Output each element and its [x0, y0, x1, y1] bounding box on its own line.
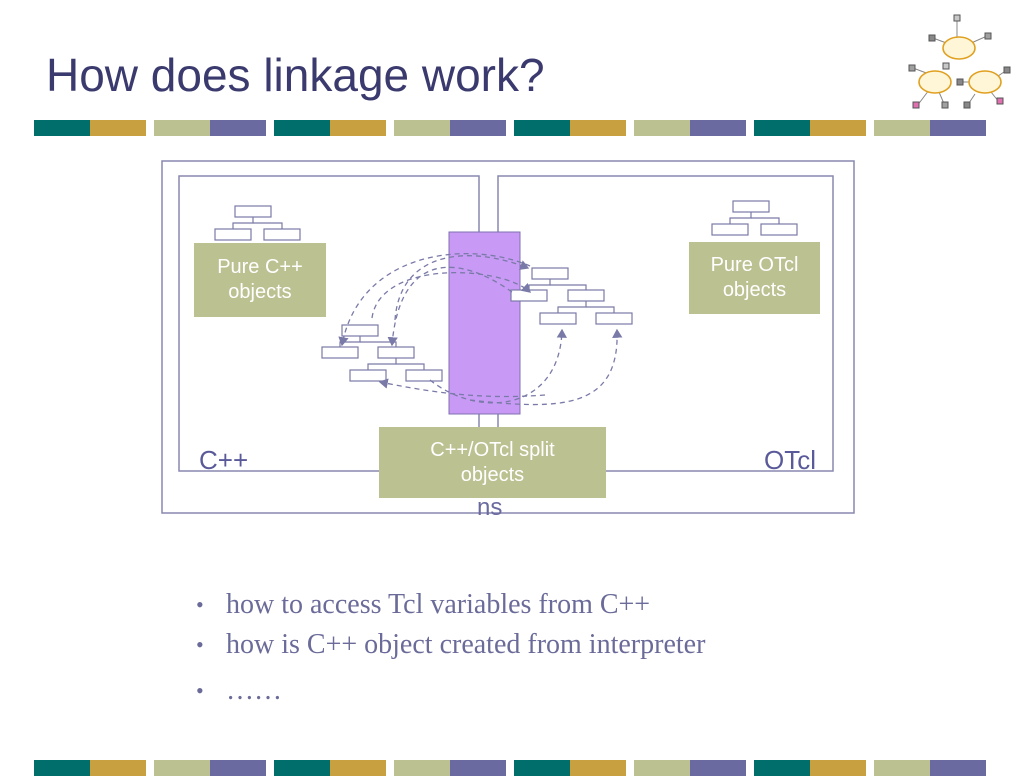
tree-connectors	[232, 212, 780, 370]
slide-title: How does linkage work?	[46, 49, 545, 101]
bullet-text: ……	[226, 675, 282, 706]
bullet-dot-icon: •	[196, 632, 204, 657]
pure-otcl-objects-box: Pure OTcl objects	[689, 242, 820, 314]
bullet-dot-icon: •	[196, 592, 204, 617]
bottom-color-stripe	[34, 760, 986, 776]
bullet-list: • how to access Tcl variables from C++ • h…	[196, 588, 705, 714]
split-object-bar	[448, 231, 521, 415]
bullet-text: how to access Tcl variables from C++	[226, 589, 651, 620]
bullet-item: • ……	[196, 674, 705, 714]
ns-label: ns	[477, 494, 503, 521]
cpp-side-label: C++	[199, 445, 249, 475]
bullet-text: how is C++ object created from interpret…	[226, 629, 706, 660]
object-trees	[214, 200, 798, 382]
linkage-diagram	[161, 160, 855, 514]
link-arrows	[338, 252, 623, 406]
pure-cpp-objects-box: Pure C++ objects	[194, 243, 326, 317]
split-objects-box: C++/OTcl split objects	[379, 427, 606, 498]
bullet-item: • how to access Tcl variables from C++	[196, 588, 705, 628]
ns-frame	[161, 160, 855, 514]
otcl-side-label: OTcl	[764, 445, 816, 475]
bullet-item: • how is C++ object created from interpre…	[196, 628, 705, 668]
network-clouds-icon	[905, 12, 1015, 112]
bullet-dot-icon: •	[196, 678, 204, 703]
top-color-stripe	[34, 120, 986, 136]
